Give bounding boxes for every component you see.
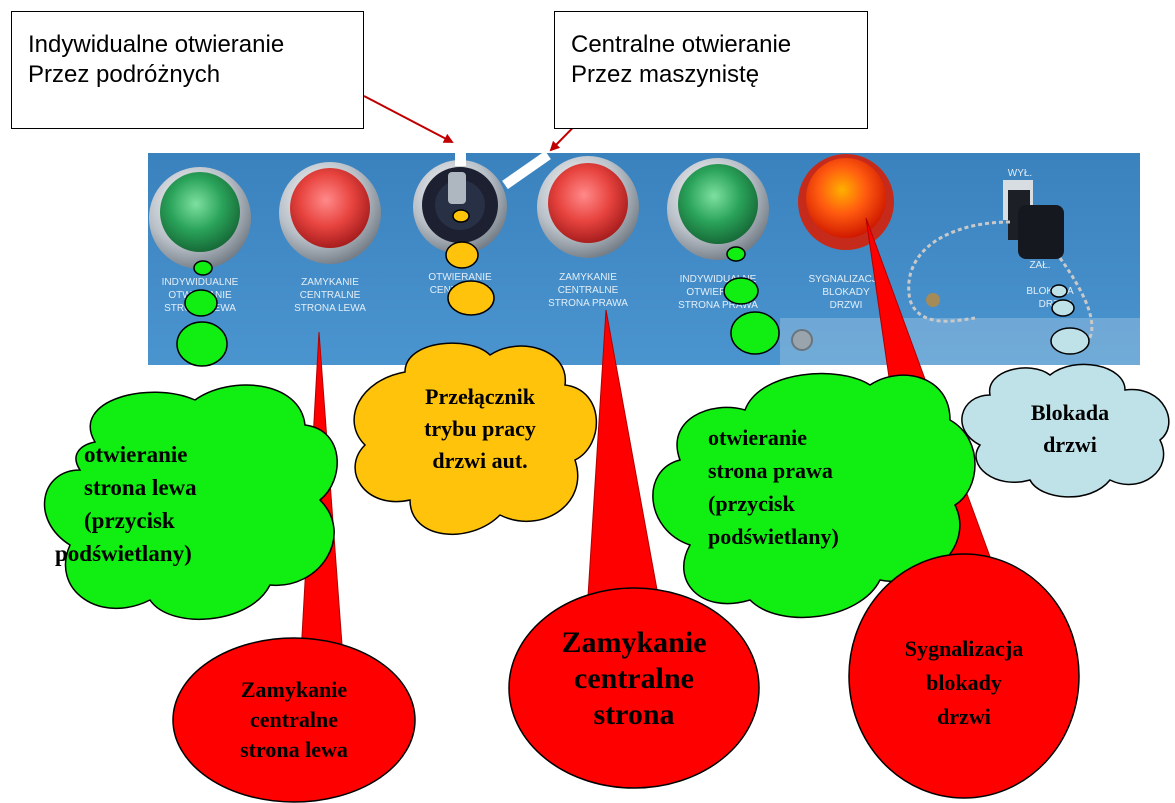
panel-label-signal-1: SYGNALIZACJA	[808, 274, 883, 285]
right-open-callout-text: otwieranie strona prawa (przycisk podświ…	[708, 421, 948, 553]
door-lock-text-1: Blokada	[1030, 400, 1110, 425]
right-close-button[interactable]	[537, 156, 639, 258]
panel-label-right-open-3: STRONA PRAWA	[678, 300, 758, 311]
right-open-text-1: otwieranie	[708, 425, 807, 450]
right-open-callout	[652, 246, 976, 619]
individual-opening-label-box: Indywidualne otwieranie Przez podróżnych	[11, 11, 364, 129]
right-open-text-4: podświetlany)	[708, 524, 839, 549]
right-open-text-3: (przycisk	[708, 491, 795, 516]
right-close-callout	[508, 587, 760, 789]
left-open-text-2: strona lewa	[84, 475, 197, 500]
panel-screw	[791, 329, 813, 351]
left-close-text-3: strona lewa	[240, 737, 348, 762]
panel-label-left-open-1: INDYWIDUALNE	[162, 277, 239, 288]
left-open-text-1: otwieranie	[84, 442, 188, 467]
individual-arrow	[363, 95, 454, 143]
left-close-button[interactable]	[279, 162, 381, 264]
left-open-text-3: (przycisk	[84, 508, 175, 533]
mode-switch-text-1: Przełącznik	[425, 384, 535, 409]
mode-switch-callout	[353, 209, 597, 536]
left-open-callout	[43, 260, 338, 620]
panel-label-lock-off: WYŁ.	[1008, 168, 1032, 179]
door-lock-callout-text: Blokada drzwi	[1010, 397, 1130, 461]
panel-label-switch-1: OTWIERANIE	[428, 272, 492, 283]
panel-label-signal-2: BLOKADY	[822, 287, 870, 298]
panel-label-lock-1: BLOKADA	[1026, 286, 1074, 297]
left-open-text-4: podświetlany)	[55, 541, 192, 566]
control-panel: INDYWIDUALNE OTWIERANIE STRONA LEWA ZAMY…	[148, 153, 1140, 365]
panel-label-signal-3: DRZWI	[830, 300, 863, 311]
mode-switch-callout-text: Przełącznik trybu pracy drzwi aut.	[380, 381, 580, 477]
right-close-text-2: centralne	[574, 662, 694, 695]
lock-chain-wire	[907, 220, 1011, 323]
signal-text-3: drzwi	[937, 704, 991, 729]
central-mode-marker	[502, 150, 551, 190]
chain-anchor	[926, 293, 940, 307]
left-close-callout	[172, 637, 416, 803]
mode-switch-text-3: drzwi aut.	[432, 448, 528, 473]
panel-label-left-close-1: ZAMYKANIE	[301, 277, 359, 288]
signal-text-1: Sygnalizacja	[904, 636, 1024, 661]
panel-label-right-close-1: ZAMYKANIE	[559, 272, 617, 283]
mode-switch-text-2: trybu pracy	[424, 416, 536, 441]
individual-opening-line1: Indywidualne otwieranie	[28, 31, 285, 58]
right-open-text-2: strona prawa	[708, 458, 833, 483]
panel-label-right-close-3: STRONA PRAWA	[548, 298, 628, 309]
central-opening-line1: Centralne otwieranie	[571, 31, 792, 58]
door-lock-text-2: drzwi	[1043, 432, 1097, 457]
lock-chain-wire-right	[1058, 257, 1094, 347]
panel-label-right-open-1: INDYWIDUALNE	[680, 274, 757, 285]
left-open-button[interactable]	[149, 167, 251, 269]
right-close-text-1: Zamykanie	[561, 626, 707, 659]
signal-callout	[848, 553, 1080, 799]
door-lock-key-switch[interactable]	[1003, 180, 1064, 259]
lock-signal-lamp	[798, 154, 894, 250]
left-open-callout-text: otwieranie strona lewa (przycisk podświe…	[55, 438, 300, 570]
panel-label-right-open-2: OTWIERANIE	[686, 287, 750, 298]
left-close-callout-text: Zamykanie centralne strona lewa	[194, 675, 394, 765]
individual-mode-marker	[455, 148, 466, 166]
panel-label-lock-on: ZAŁ.	[1029, 260, 1050, 271]
right-close-callout-text: Zamykanie centralne strona	[524, 625, 744, 733]
panel-label-left-close-2: CENTRALNE	[300, 290, 361, 301]
mode-key-switch[interactable]	[413, 160, 507, 254]
signal-callout-text: Sygnalizacja blokady drzwi	[879, 632, 1049, 734]
door-lock-callout	[961, 284, 1170, 498]
central-opening-line2: Przez maszynistę	[571, 61, 760, 88]
left-close-text-1: Zamykanie	[240, 677, 348, 702]
right-close-text-3: strona	[593, 698, 675, 731]
right-open-button[interactable]	[667, 158, 769, 260]
panel-label-left-close-3: STRONA LEWA	[294, 303, 366, 314]
left-close-text-2: centralne	[250, 707, 338, 732]
individual-opening-line2: Przez podróżnych	[28, 61, 221, 88]
central-opening-label-box: Centralne otwieranie Przez maszynistę	[554, 11, 868, 129]
panel-label-right-close-2: CENTRALNE	[558, 285, 619, 296]
signal-text-2: blokady	[926, 670, 1002, 695]
